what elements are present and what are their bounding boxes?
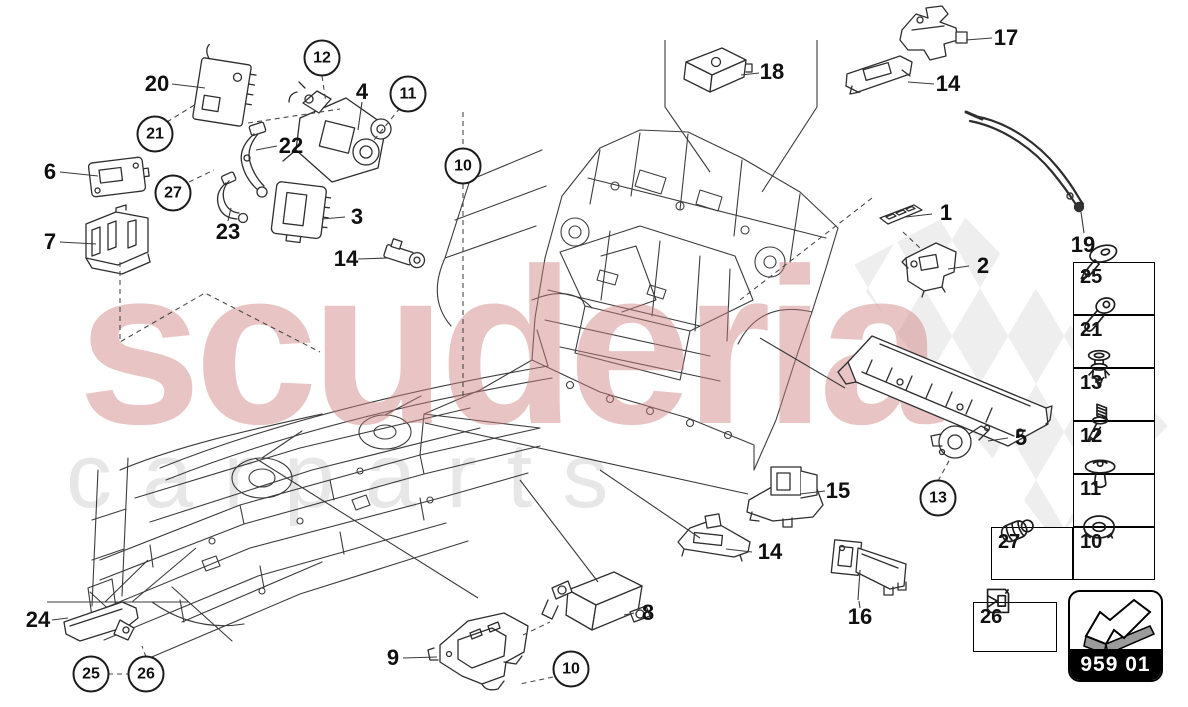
leader-lines xyxy=(47,37,1085,659)
part-20-illustration xyxy=(192,43,257,127)
callout-10: 10 xyxy=(552,650,590,688)
part-3-illustration xyxy=(270,181,332,244)
direction-arrow-icon xyxy=(1083,598,1156,654)
flat-head-screw-icon xyxy=(1080,244,1118,280)
part-14-bracket-mid-illustration xyxy=(677,513,751,562)
part-9-illustration xyxy=(427,612,529,691)
callout-26: 26 xyxy=(127,655,165,693)
legend-box-26: 26 xyxy=(973,588,1057,652)
part-24-illustration xyxy=(63,601,139,642)
callout-13: 13 xyxy=(919,479,957,517)
grommet-plug-icon xyxy=(1000,519,1034,543)
part-23-cable-illustration xyxy=(216,171,249,224)
callout-24: 24 xyxy=(25,607,51,632)
legend-number: 13 xyxy=(1080,372,1103,394)
callout-9: 9 xyxy=(386,645,400,670)
legend-number: 12 xyxy=(1080,425,1103,447)
part-14-sensor-illustration xyxy=(383,238,426,269)
legend-box-10: 10 xyxy=(1073,515,1155,580)
callout-21: 21 xyxy=(136,115,174,153)
callout-4: 4 xyxy=(355,79,369,104)
legend-box-27: 27 xyxy=(991,519,1073,580)
callout-14: 14 xyxy=(333,246,359,271)
legend-box-13: 13 xyxy=(1073,349,1155,421)
watermark-brand: scuderia xyxy=(78,223,942,471)
callout-5: 5 xyxy=(1014,425,1028,450)
callout-11: 11 xyxy=(389,75,427,113)
callout-12: 12 xyxy=(303,39,341,77)
callout-2: 2 xyxy=(976,253,990,278)
part-7-illustration xyxy=(85,204,151,275)
expander-rivet-icon xyxy=(1087,349,1111,388)
callout-7: 7 xyxy=(43,229,57,254)
part-6-illustration xyxy=(87,156,150,198)
callout-18: 18 xyxy=(759,59,785,84)
spring-clip-icon xyxy=(986,588,1010,614)
part-18-illustration xyxy=(683,47,753,93)
part-17-illustration xyxy=(899,5,968,61)
badge-band: 959 01 xyxy=(1070,649,1161,680)
stud-bolt-icon xyxy=(1087,403,1109,442)
callout-1: 1 xyxy=(939,200,953,225)
badge-code: 959 01 xyxy=(1080,652,1151,676)
part-8-illustration xyxy=(541,571,651,631)
callout-20: 20 xyxy=(144,71,170,96)
part-1-illustration xyxy=(879,204,923,225)
callout-16: 16 xyxy=(847,604,873,629)
part-16-illustration xyxy=(830,539,907,596)
part-5-illustration xyxy=(930,424,991,459)
part-22-cable-illustration xyxy=(240,121,268,198)
callout-14: 14 xyxy=(935,71,961,96)
callout-8: 8 xyxy=(641,600,655,625)
part-4-illustration xyxy=(282,81,392,183)
callout-23: 23 xyxy=(215,219,241,244)
round-nut-icon xyxy=(1083,515,1116,539)
part-rail-illustration xyxy=(837,335,1053,447)
callout-25: 25 xyxy=(72,655,110,693)
callout-17: 17 xyxy=(993,25,1019,50)
legend-number: 26 xyxy=(980,606,1003,628)
callout-27: 27 xyxy=(154,174,192,212)
part-19-antenna-wire-illustration xyxy=(964,110,1085,213)
legend-box-11: 11 xyxy=(1073,459,1155,527)
dashed-lines xyxy=(108,75,951,685)
callout-14: 14 xyxy=(757,539,783,564)
part-14-bracket-top-illustration xyxy=(845,55,913,95)
callout-15: 15 xyxy=(825,478,851,503)
part-2-illustration xyxy=(901,242,957,298)
part-code-badge: 959 01 xyxy=(1068,590,1163,682)
callout-22: 22 xyxy=(278,133,304,158)
legend-box-21: 21 xyxy=(1073,297,1155,368)
washer-head-screw-icon xyxy=(1084,459,1116,489)
callout-6: 6 xyxy=(43,159,57,184)
legend-number: 11 xyxy=(1080,478,1102,500)
round-head-screw-icon xyxy=(1084,297,1116,332)
callout-3: 3 xyxy=(350,204,364,229)
callout-10: 10 xyxy=(444,147,482,185)
